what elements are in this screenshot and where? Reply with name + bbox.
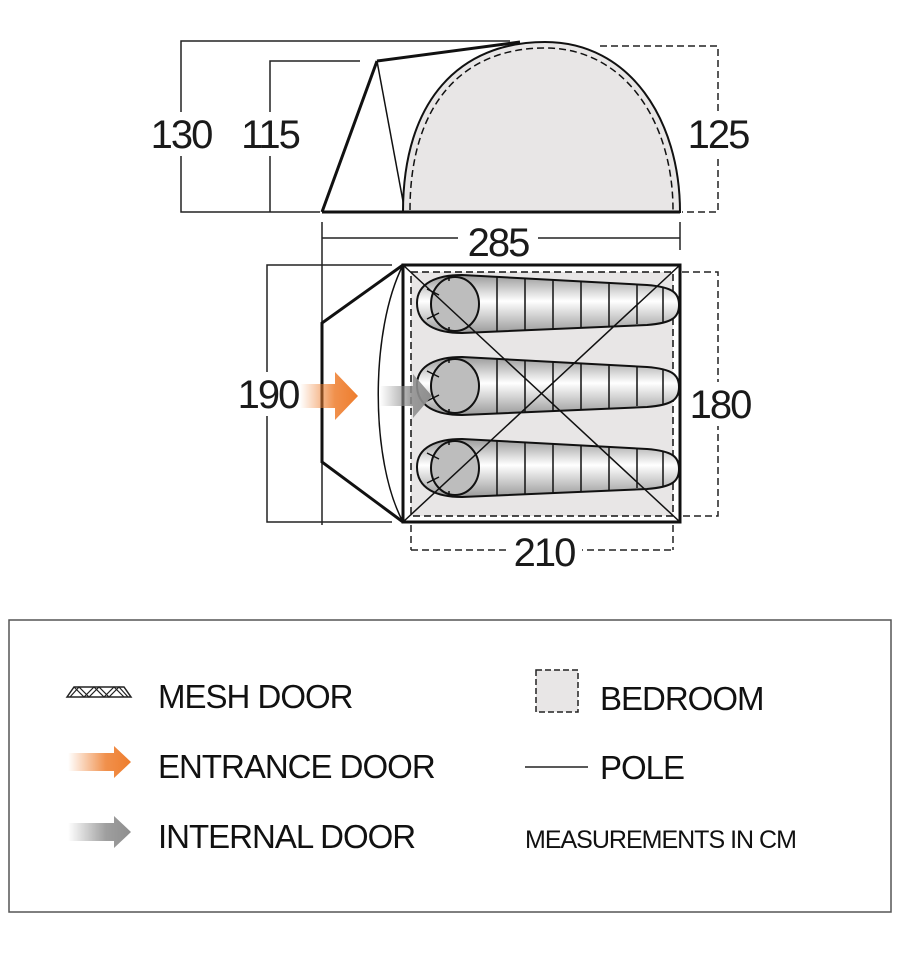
mesh-door-icon [65, 686, 133, 698]
floor-plan: 190 180 210 [238, 263, 753, 575]
sleeping-bag [416, 438, 680, 498]
total-length-label: 285 [468, 221, 529, 265]
dimension-total-length: 285 [321, 220, 681, 525]
legend-label-entrance-door: ENTRANCE DOOR [158, 748, 435, 785]
total-height-label: 130 [151, 113, 212, 157]
porch-height-label: 115 [241, 113, 300, 157]
side-view: 130 115 125 285 [151, 40, 751, 525]
dimension-bedroom-length: 210 [410, 525, 674, 575]
legend: MESH DOOR ENTRANCE DOOR INTERNAL DOOR BE… [8, 619, 892, 913]
legend-label-bedroom: BEDROOM [600, 680, 764, 717]
internal-door-arrow-icon [380, 374, 432, 418]
dimension-porch-height: 115 [241, 60, 360, 212]
total-width-label: 190 [238, 373, 299, 417]
bedroom-length-label: 210 [514, 531, 575, 575]
measurements-note: MEASUREMENTS IN CM [525, 826, 796, 854]
bedroom-width-label: 180 [690, 383, 751, 427]
inner-height-label: 125 [688, 113, 749, 157]
sleeping-bag [416, 274, 680, 334]
bedroom-icon [535, 669, 579, 713]
dimension-bedroom-width: 180 [682, 271, 753, 517]
legend-label-pole: POLE [600, 749, 684, 786]
legend-label-internal-door: INTERNAL DOOR [158, 818, 415, 855]
pole [402, 264, 681, 523]
sleeping-bag [416, 356, 680, 416]
internal-door-arrow-icon [68, 816, 131, 848]
dimension-total-width: 190 [238, 264, 392, 523]
dimension-inner-height: 125 [600, 45, 751, 213]
dimension-total-height: 130 [151, 40, 510, 213]
entrance-door-arrow-icon [68, 746, 131, 778]
entrance-door-arrow-icon [300, 372, 358, 420]
legend-label-mesh-door: MESH DOOR [158, 678, 353, 715]
